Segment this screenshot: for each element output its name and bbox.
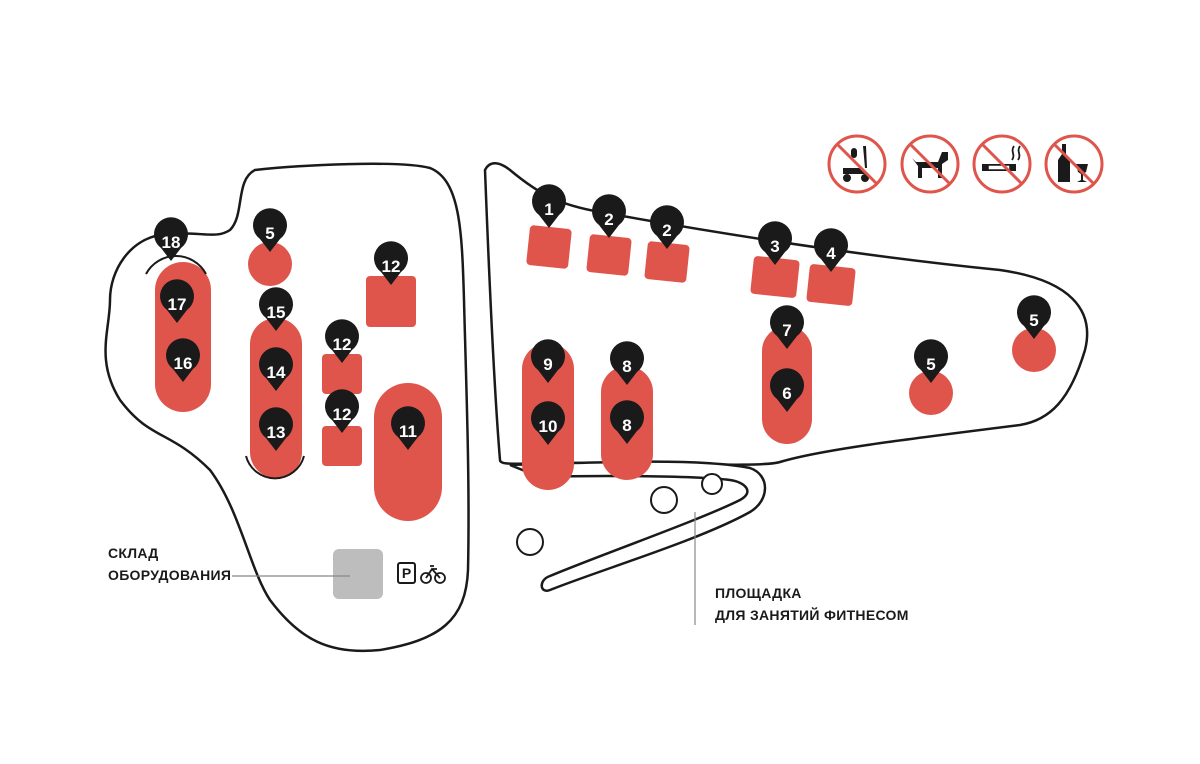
svg-text:12: 12 <box>382 257 401 276</box>
svg-text:13: 13 <box>267 423 286 442</box>
marker-8-bottom[interactable]: 8 <box>610 400 644 444</box>
zone-5-left <box>248 242 292 286</box>
marker-16[interactable]: 16 <box>166 338 200 382</box>
marker-13[interactable]: 13 <box>259 407 293 451</box>
zone-12-top <box>366 276 416 327</box>
zone-2a <box>586 234 632 276</box>
marker-4[interactable]: 4 <box>814 228 848 272</box>
svg-text:5: 5 <box>1029 311 1038 330</box>
svg-text:5: 5 <box>265 224 274 243</box>
svg-text:9: 9 <box>543 355 552 374</box>
svg-text:6: 6 <box>782 384 791 403</box>
svg-text:3: 3 <box>770 237 779 256</box>
svg-text:8: 8 <box>622 416 631 435</box>
zone-5-right <box>1012 328 1056 372</box>
svg-text:1: 1 <box>544 200 553 219</box>
marker-18[interactable]: 18 <box>154 217 188 261</box>
arc-18 <box>145 255 207 275</box>
marker-14[interactable]: 14 <box>259 347 293 391</box>
storage-label-line2: ОБОРУДОВАНИЯ <box>108 567 231 583</box>
marker-12-mid[interactable]: 12 <box>325 319 359 363</box>
zone-1 <box>526 225 572 269</box>
zone-11 <box>374 383 442 521</box>
svg-text:7: 7 <box>782 321 791 340</box>
zone-4 <box>806 264 856 306</box>
zone-3 <box>750 256 800 298</box>
svg-text:16: 16 <box>174 354 193 373</box>
svg-text:12: 12 <box>333 405 352 424</box>
marker-7[interactable]: 7 <box>770 305 804 349</box>
no-alcohol-icon <box>1044 134 1104 194</box>
zone-15-13 <box>250 318 302 478</box>
zone-5-center <box>909 371 953 415</box>
fitness-ring <box>516 528 544 556</box>
svg-text:14: 14 <box>267 363 286 382</box>
no-smoking-icon <box>972 134 1032 194</box>
fitness-label-line2: ДЛЯ ЗАНЯТИЙ ФИТНЕСОМ <box>715 606 909 623</box>
svg-text:18: 18 <box>162 233 181 252</box>
zone-12-low <box>322 426 362 466</box>
svg-text:2: 2 <box>662 221 671 240</box>
zone-12-mid <box>322 354 362 394</box>
svg-text:4: 4 <box>826 244 836 263</box>
svg-text:2: 2 <box>604 210 613 229</box>
marker-2b[interactable]: 2 <box>650 205 684 249</box>
marker-11[interactable]: 11 <box>391 406 425 450</box>
svg-text:17: 17 <box>168 295 187 314</box>
zone-2b <box>644 241 690 283</box>
no-scooter-icon <box>827 134 887 194</box>
storage-label-line1: СКЛАД <box>108 545 159 561</box>
marker-3[interactable]: 3 <box>758 221 792 265</box>
marker-5-right[interactable]: 5 <box>1017 295 1051 339</box>
parking-icon: P <box>397 562 416 584</box>
marker-12-top[interactable]: 12 <box>374 241 408 285</box>
arc-13 <box>245 455 305 480</box>
marker-6[interactable]: 6 <box>770 368 804 412</box>
marker-5-left[interactable]: 5 <box>253 208 287 252</box>
marker-2a[interactable]: 2 <box>592 194 626 238</box>
marker-9[interactable]: 9 <box>531 339 565 383</box>
marker-10[interactable]: 10 <box>531 401 565 445</box>
marker-5-center[interactable]: 5 <box>914 339 948 383</box>
svg-text:P: P <box>402 565 411 581</box>
bicycle-icon <box>420 565 446 584</box>
svg-text:15: 15 <box>267 303 286 322</box>
no-dogs-icon <box>900 134 960 194</box>
marker-15[interactable]: 15 <box>259 287 293 331</box>
svg-text:11: 11 <box>399 422 417 441</box>
marker-1[interactable]: 1 <box>532 184 566 228</box>
svg-text:8: 8 <box>622 357 631 376</box>
fitness-ring <box>701 473 723 495</box>
marker-17[interactable]: 17 <box>160 279 194 323</box>
svg-text:12: 12 <box>333 335 352 354</box>
equipment-storage <box>333 549 383 599</box>
svg-text:5: 5 <box>926 355 935 374</box>
marker-8-top[interactable]: 8 <box>610 341 644 385</box>
marker-12-low[interactable]: 12 <box>325 389 359 433</box>
svg-text:10: 10 <box>539 417 558 436</box>
fitness-label-line1: ПЛОЩАДКА <box>715 585 802 601</box>
fitness-ring <box>650 486 678 514</box>
